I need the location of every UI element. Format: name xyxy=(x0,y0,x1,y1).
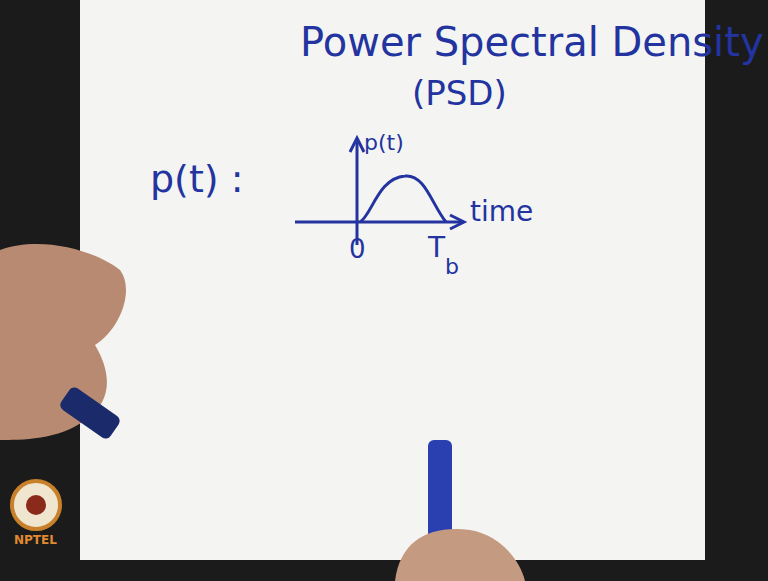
y-axis xyxy=(356,142,359,245)
tick-label: T xyxy=(428,234,445,262)
hand xyxy=(395,529,525,581)
tick-label: 0 xyxy=(349,236,366,262)
pulse-curve xyxy=(360,176,446,222)
axis-label: p(t) xyxy=(364,132,404,154)
axis-label: time xyxy=(470,198,533,226)
arrow-head xyxy=(350,138,364,152)
x-axis xyxy=(295,221,462,224)
hand xyxy=(0,244,126,440)
title: Power Spectral Density xyxy=(300,22,764,62)
subtitle: (PSD) xyxy=(412,76,507,110)
logo xyxy=(12,481,60,529)
marker xyxy=(58,385,122,441)
arrow-head xyxy=(450,215,464,229)
logo xyxy=(26,495,46,515)
subscript: b xyxy=(445,256,459,278)
function-label: p(t) : xyxy=(150,160,244,198)
whiteboard-paper xyxy=(80,0,705,560)
logo-text: NPTEL xyxy=(14,534,57,546)
